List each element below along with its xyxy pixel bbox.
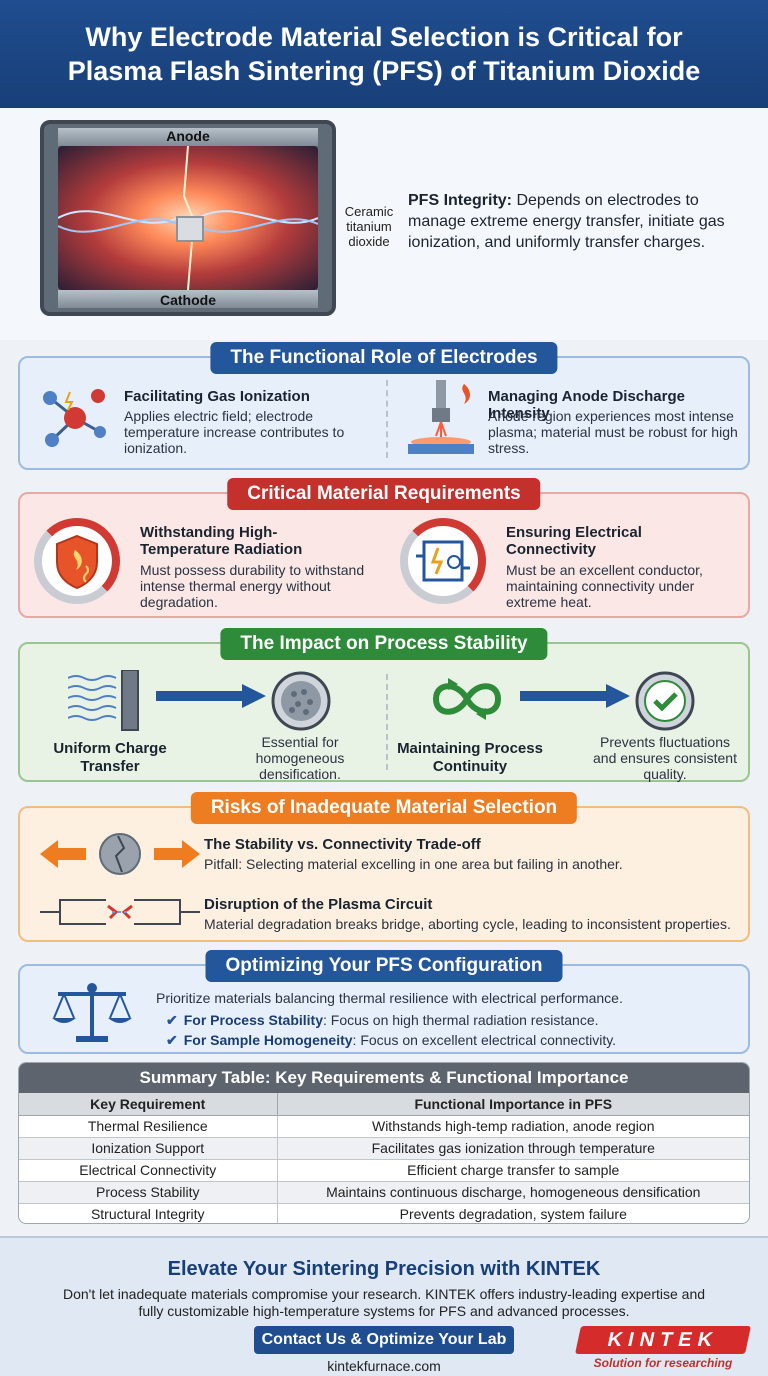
anode-discharge-title: Managing Anode Discharge Intensity xyxy=(488,388,685,422)
divider xyxy=(386,674,388,770)
molecule-icon xyxy=(43,389,106,447)
sample-cube xyxy=(176,216,204,242)
electrical-connectivity-title: Ensuring Electrical Connectivity xyxy=(506,524,642,558)
material-requirements-section: Critical Material Requirements Withstand… xyxy=(18,478,750,618)
trade-off-desc: Pitfall: Selecting material excelling in… xyxy=(204,856,623,872)
pfs-integrity-label: PFS Integrity: xyxy=(408,192,513,209)
title-line-2: Plasma Flash Sintering (PFS) of Titanium… xyxy=(67,56,701,86)
plasma-chamber-illustration: Anode Cathode xyxy=(40,120,336,316)
check-icon: ✔ xyxy=(166,1032,178,1048)
uniform-charge-label: Uniform Charge Transfer xyxy=(53,740,167,775)
homogeneity-point: ✔ For Sample Homogeneity: Focus on excell… xyxy=(166,1032,736,1048)
arrow-right-icon xyxy=(520,684,630,708)
table-header-row: Key Requirement Functional Importance in… xyxy=(19,1093,749,1116)
high-temp-desc: Must possess durability to withstand int… xyxy=(140,562,365,610)
heat-shield-icon xyxy=(34,518,120,604)
table-cell: Maintains continuous discharge, homogene… xyxy=(277,1181,749,1204)
column-header: Key Requirement xyxy=(19,1093,278,1116)
website-link[interactable]: kintekfurnace.com xyxy=(327,1358,441,1374)
arrow-right-icon xyxy=(156,684,266,708)
check-icon: ✔ xyxy=(166,1012,178,1028)
table-cell: Ionization Support xyxy=(19,1137,278,1160)
table-cell: Process Stability xyxy=(19,1181,278,1204)
optimize-intro: Prioritize materials balancing thermal r… xyxy=(156,990,623,1006)
hero-section: Anode Cathode Ceramic titanium dioxide P… xyxy=(0,108,768,340)
trade-off-icon xyxy=(40,833,200,875)
footer-title: Elevate Your Sintering Precision with KI… xyxy=(167,1258,601,1280)
table-cell: Facilitates gas ionization through tempe… xyxy=(277,1137,749,1160)
charge-flow-icon xyxy=(68,670,139,731)
page-header: Why Electrode Material Selection is Crit… xyxy=(0,0,768,108)
section-title: The Functional Role of Electrodes xyxy=(210,342,558,374)
gas-ionization-desc: Applies electric field; electrode temper… xyxy=(124,408,345,456)
gas-ionization-title: Facilitating Gas Ionization xyxy=(124,388,310,405)
electrical-connectivity-desc: Must be an excellent conductor, maintain… xyxy=(506,562,703,610)
pfs-integrity-desc: Depends on electrodes to manage extreme … xyxy=(408,192,725,251)
table-title: Summary Table: Key Requirements & Functi… xyxy=(19,1063,749,1093)
requirements-table: Key Requirement Functional Importance in… xyxy=(19,1093,749,1223)
balance-scale-icon xyxy=(52,983,132,1042)
section-title: Optimizing Your PFS Configuration xyxy=(205,950,563,982)
optimize-section: Optimizing Your PFS Configuration Priori… xyxy=(18,950,750,1054)
stability-point-label: For Process Stability xyxy=(183,1012,324,1028)
cathode-label: Cathode xyxy=(160,292,216,308)
check-circle-icon xyxy=(635,671,695,731)
high-temp-title: Withstanding High-Temperature Radiation xyxy=(140,524,303,558)
broken-circuit-icon xyxy=(40,899,200,925)
section-title: Risks of Inadequate Material Selection xyxy=(190,792,578,824)
table-cell: Efficient charge transfer to sample xyxy=(277,1159,749,1182)
circuit-icon xyxy=(400,518,486,604)
plasma-circuit-desc: Material degradation breaks bridge, abor… xyxy=(204,916,731,932)
ceramic-label: Ceramic titanium dioxide xyxy=(344,204,394,249)
stability-point: ✔ For Process Stability: Focus on high th… xyxy=(166,1012,736,1028)
anode-discharge-desc: Anode region experiences most intense pl… xyxy=(488,408,738,456)
table-cell: Electrical Connectivity xyxy=(19,1159,278,1182)
homogeneity-point-text: : Focus on excellent electrical connecti… xyxy=(352,1032,617,1048)
anode-discharge-icon xyxy=(408,380,474,454)
process-continuity-note: Prevents fluctuations and ensures consis… xyxy=(593,734,737,782)
table-cell: Structural Integrity xyxy=(19,1203,278,1223)
table-cell: Withstands high-temp radiation, anode re… xyxy=(277,1115,749,1138)
table-cell: Prevents degradation, system failure xyxy=(277,1203,749,1223)
risks-section: Risks of Inadequate Material Selection T… xyxy=(18,792,750,942)
plasma-circuit-title: Disruption of the Plasma Circuit xyxy=(204,896,433,913)
pfs-integrity-text: PFS Integrity: Depends on electrodes to … xyxy=(408,190,738,253)
table-cell: Thermal Resilience xyxy=(19,1115,278,1138)
footer: Elevate Your Sintering Precision with KI… xyxy=(0,1236,768,1376)
process-stability-section: The Impact on Process Stability Uniform … xyxy=(18,628,750,782)
column-header: Functional Importance in PFS xyxy=(277,1093,749,1116)
contact-us-button[interactable]: Contact Us & Optimize Your Lab xyxy=(254,1326,514,1354)
kintek-logo: KINTEK xyxy=(575,1326,751,1354)
section-title: Critical Material Requirements xyxy=(227,478,541,510)
anode-plate xyxy=(58,128,318,146)
homogeneity-point-label: For Sample Homogeneity xyxy=(183,1032,353,1048)
section-title: The Impact on Process Stability xyxy=(220,628,548,660)
divider xyxy=(386,380,388,458)
uniform-charge-note: Essential for homogeneous densification. xyxy=(255,734,345,782)
densified-sample-icon xyxy=(271,671,331,731)
logo-tagline: Solution for researching xyxy=(593,1356,733,1370)
stability-point-text: : Focus on high thermal radiation resist… xyxy=(323,1012,599,1028)
cathode-plate xyxy=(58,290,318,308)
trade-off-title: The Stability vs. Connectivity Trade-off xyxy=(204,836,481,853)
summary-table: Summary Table: Key Requirements & Functi… xyxy=(18,1062,750,1224)
footer-desc: Don't let inadequate materials compromis… xyxy=(62,1286,706,1319)
page-title: Why Electrode Material Selection is Crit… xyxy=(48,20,721,88)
process-continuity-label: Maintaining Process Continuity xyxy=(397,740,543,775)
anode-label: Anode xyxy=(166,128,210,144)
title-line-1: Why Electrode Material Selection is Crit… xyxy=(85,22,683,52)
functional-role-section: The Functional Role of Electrodes Facili… xyxy=(18,342,750,470)
continuous-loop-icon xyxy=(432,678,502,720)
